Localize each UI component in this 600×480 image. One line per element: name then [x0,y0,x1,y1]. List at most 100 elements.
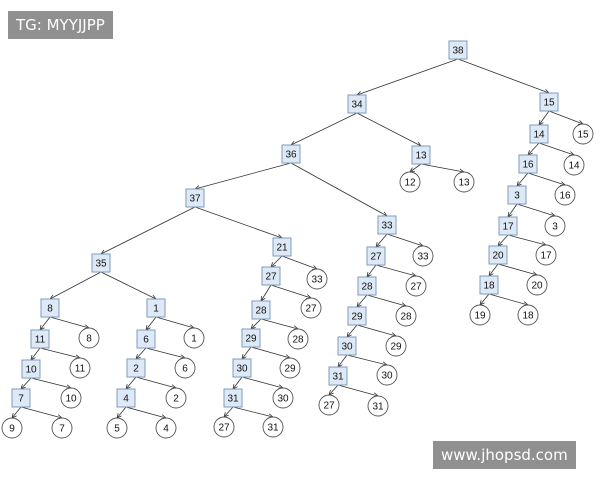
tree-node-n38: 38 [448,40,468,60]
node-box [518,154,538,174]
node-box [91,253,111,273]
edge-n1-c1 [155,316,195,329]
edge-n20-n18 [488,263,499,277]
edge-n33b-c33b [386,233,424,247]
node-label: 14 [533,130,545,141]
node-label: 27 [305,304,317,315]
node-box [328,366,348,386]
edge-n1-n6 [145,316,157,331]
node-label: 18 [522,311,534,322]
tree-node-n13a: 13 [411,145,431,165]
node-label: 27 [370,252,382,263]
edge-n31a-c31a [232,406,274,418]
edge-n28a-c28a [260,318,299,330]
node-label: 15 [543,98,555,109]
node-label: 31 [267,423,279,434]
node-label: 28 [255,306,267,317]
edge-n27a-n28a [260,284,272,302]
node-box [488,245,508,265]
node-label: 6 [182,364,188,375]
edge-n30a-c30a [241,376,284,389]
node-circle [51,417,73,439]
edge-n29a-c29a [250,346,291,359]
node-label: 27 [323,401,335,412]
node-circle [155,417,177,439]
node-label: 6 [143,335,149,346]
node-circle [318,394,340,416]
tree-node-n7: 7 [11,388,31,408]
node-label: 16 [559,191,571,202]
node-label: 3 [552,222,558,233]
edge-n6-n2 [135,347,147,360]
leaf-node-c14: 14 [563,154,585,176]
leaf-node-c17: 17 [535,244,557,266]
node-label: 13 [415,151,427,162]
node-circle [287,328,309,350]
leaf-node-c12: 12 [399,171,421,193]
node-label: 27 [410,282,422,293]
leaf-node-c33b: 33 [412,245,434,267]
node-label: 1 [153,304,159,315]
edge-n29b-n30b [346,324,358,338]
node-box [126,358,146,378]
node-circle [395,305,417,327]
leaf-node-c30a: 30 [272,387,294,409]
node-circle [78,327,100,349]
node-circle [385,335,407,357]
edge-n15a-c15 [548,110,584,125]
tree-node-n8: 8 [40,298,60,318]
edge-n20-c20 [497,263,538,276]
node-box [281,144,301,164]
node-label: 11 [75,364,86,375]
edge-n8-c8 [49,316,90,329]
node-label: 36 [285,150,297,161]
node-label: 27 [218,423,230,434]
tree-node-n21: 21 [272,237,292,257]
node-label: 1 [191,334,197,345]
tree-node-n29a: 29 [241,328,261,348]
node-label: 10 [25,365,37,376]
leaf-node-c9: 9 [1,417,23,439]
tree-node-n34: 34 [347,94,367,114]
node-circle [262,416,284,438]
edge-n30b-c30b [346,354,388,366]
leaf-node-c28a: 28 [287,328,309,350]
node-circle [272,387,294,409]
node-label: 35 [95,259,107,270]
leaf-node-c30b: 30 [376,364,398,386]
node-label: 11 [35,335,46,346]
tree-nodes: 3834153613121337333521332727282829293030… [1,40,594,439]
node-circle [279,357,301,379]
edge-n30b-n31b [337,354,348,368]
node-circle [517,304,539,326]
edge-n13a-c13 [420,163,465,173]
node-circle [399,171,421,193]
node-box [357,276,377,296]
node-label: 30 [381,371,393,382]
node-label: 31 [227,394,239,405]
tree-node-n31b: 31 [328,366,348,386]
leaf-node-c13: 13 [453,171,475,193]
node-label: 38 [452,46,464,57]
tree-node-n18: 18 [479,275,499,295]
edge-n11-n10 [30,347,41,361]
node-circle [174,357,196,379]
node-circle [563,154,585,176]
edge-n36-n33b [290,162,388,217]
node-circle [572,123,594,145]
node-label: 2 [133,364,139,375]
edge-n28b-c28b [366,294,407,307]
node-circle [165,387,187,409]
leaf-node-c27b: 27 [213,416,235,438]
node-box [11,388,31,408]
leaf-node-c8: 8 [78,327,100,349]
node-label: 30 [277,394,289,405]
node-box [479,275,499,295]
node-box [337,336,357,356]
edge-n10-n7 [20,377,32,390]
edge-n14-c14 [538,142,575,156]
node-label: 4 [163,424,169,435]
tree-node-n10: 10 [21,359,41,379]
tree-node-n37: 37 [185,188,205,208]
leaf-node-c29b: 29 [385,335,407,357]
